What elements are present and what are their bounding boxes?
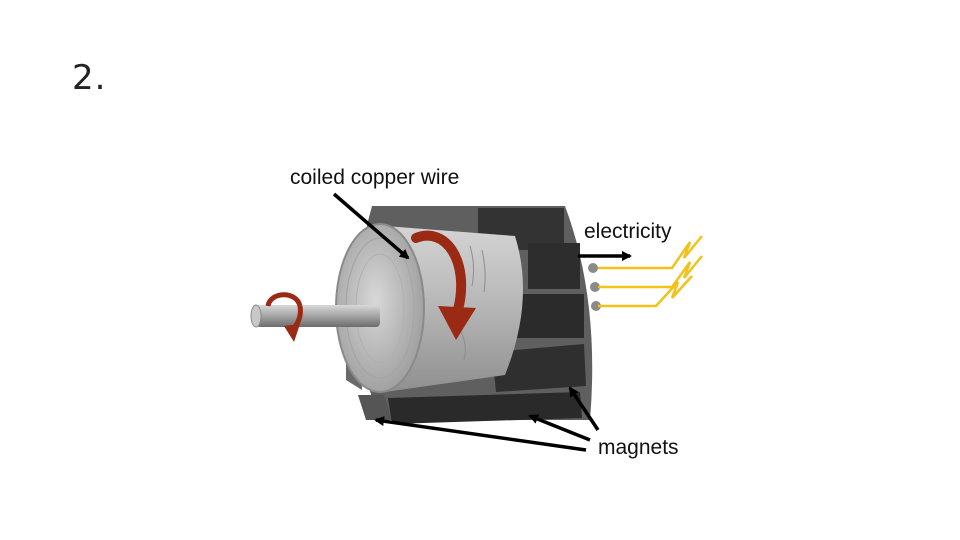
magnet-pointer-arrow-2 (528, 414, 591, 442)
magnet-pointer-arrow-3 (374, 416, 587, 452)
magnet-pointer-arrow-1 (568, 386, 600, 431)
shaft-rotation-arrow (265, 292, 303, 342)
terminals (588, 263, 601, 311)
magnet-right (514, 294, 584, 338)
shaft (250, 304, 380, 328)
coil-pointer-arrow (332, 192, 410, 260)
magnets-label: magnets (598, 436, 679, 459)
coil-rotation-arrow (411, 230, 476, 340)
slide-number: 2. (72, 58, 107, 98)
magnet-upper-right (528, 243, 580, 289)
pointer-arrows (332, 192, 632, 452)
electricity-label: electricity (584, 220, 672, 243)
electricity-lines (598, 235, 703, 308)
magnet-lower-right (492, 344, 586, 392)
coil-label: coiled copper wire (290, 166, 459, 189)
